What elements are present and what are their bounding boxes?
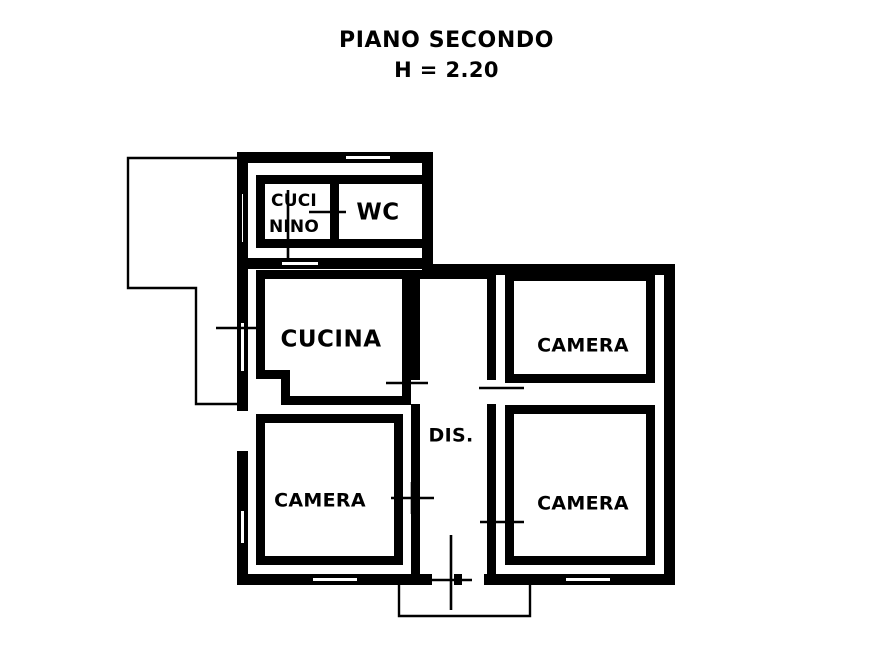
room-label-cucinino-line2: NINO [269,217,319,237]
balcony-left [126,156,240,406]
door-markers [216,190,524,610]
room-label-corridor: DIS. [429,425,474,447]
room-label-camera-top-right: CAMERA [537,335,629,357]
room-camera-top-right-walls [505,272,655,383]
page-title: PIANO SECONDO [338,28,554,53]
room-label-cucinino-line1: CUCI [271,191,317,211]
balcony-bottom [397,585,532,618]
room-label-wc: WC [356,200,399,226]
room-camera-bottom-left-walls [256,414,403,565]
plan-title-block: PIANO SECONDO H = 2.20 [0,26,893,84]
room-label-cucina: CUCINA [280,327,381,353]
room-camera-bottom-right-walls [505,405,655,565]
room-label-camera-bottom-right: CAMERA [537,493,629,515]
corridor-walls [411,270,496,576]
room-cucina-walls [256,258,411,405]
room-label-camera-bottom-left: CAMERA [274,490,366,512]
ceiling-height-note: H = 2.20 [394,57,499,82]
